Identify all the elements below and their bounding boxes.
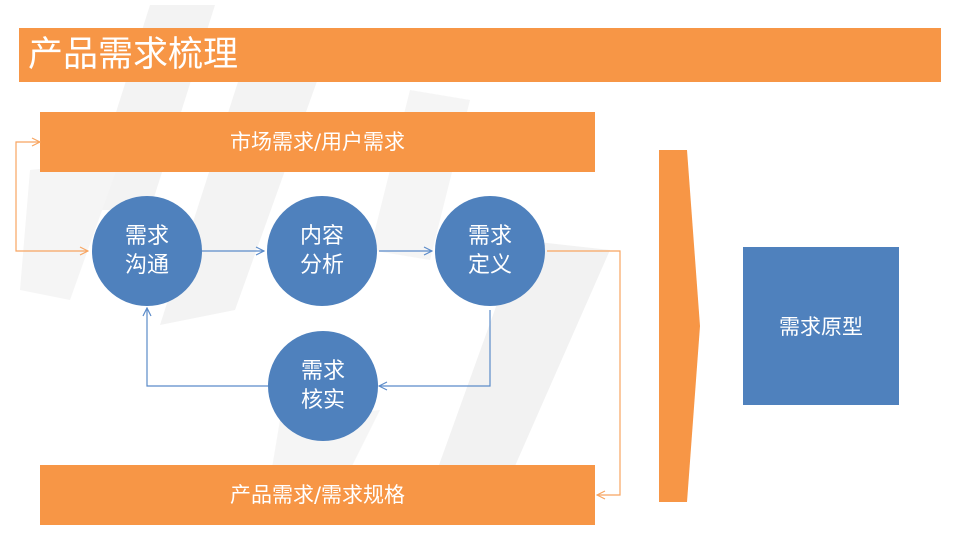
node-define: 需求 定义 — [435, 196, 545, 306]
node-define-line2: 定义 — [467, 253, 512, 278]
node-communicate-line1: 需求 — [124, 224, 169, 249]
node-communicate: 需求 沟通 — [92, 196, 202, 306]
node-verify-line1: 需求 — [300, 359, 345, 384]
node-communicate-line2: 沟通 — [124, 253, 169, 278]
connector-define-to-verify — [379, 310, 491, 386]
connector-define-to-product-requirements — [547, 250, 621, 495]
node-analyze: 内容 分析 — [267, 196, 377, 306]
big-right-arrow-shape — [659, 150, 700, 502]
node-define-line1: 需求 — [467, 224, 512, 249]
page-title: 产品需求梳理 — [19, 28, 941, 82]
big-right-arrow — [659, 150, 700, 502]
requirement-prototype-box: 需求原型 — [743, 247, 899, 405]
market-user-needs-band: 市场需求/用户需求 — [40, 112, 595, 172]
product-requirements-band: 产品需求/需求规格 — [40, 465, 595, 525]
node-verify-line2: 核实 — [300, 388, 345, 413]
node-verify: 需求 核实 — [268, 331, 378, 441]
node-analyze-line1: 内容 — [299, 224, 344, 249]
node-analyze-line2: 分析 — [299, 253, 344, 278]
connector-verify-to-communicate — [147, 308, 268, 387]
